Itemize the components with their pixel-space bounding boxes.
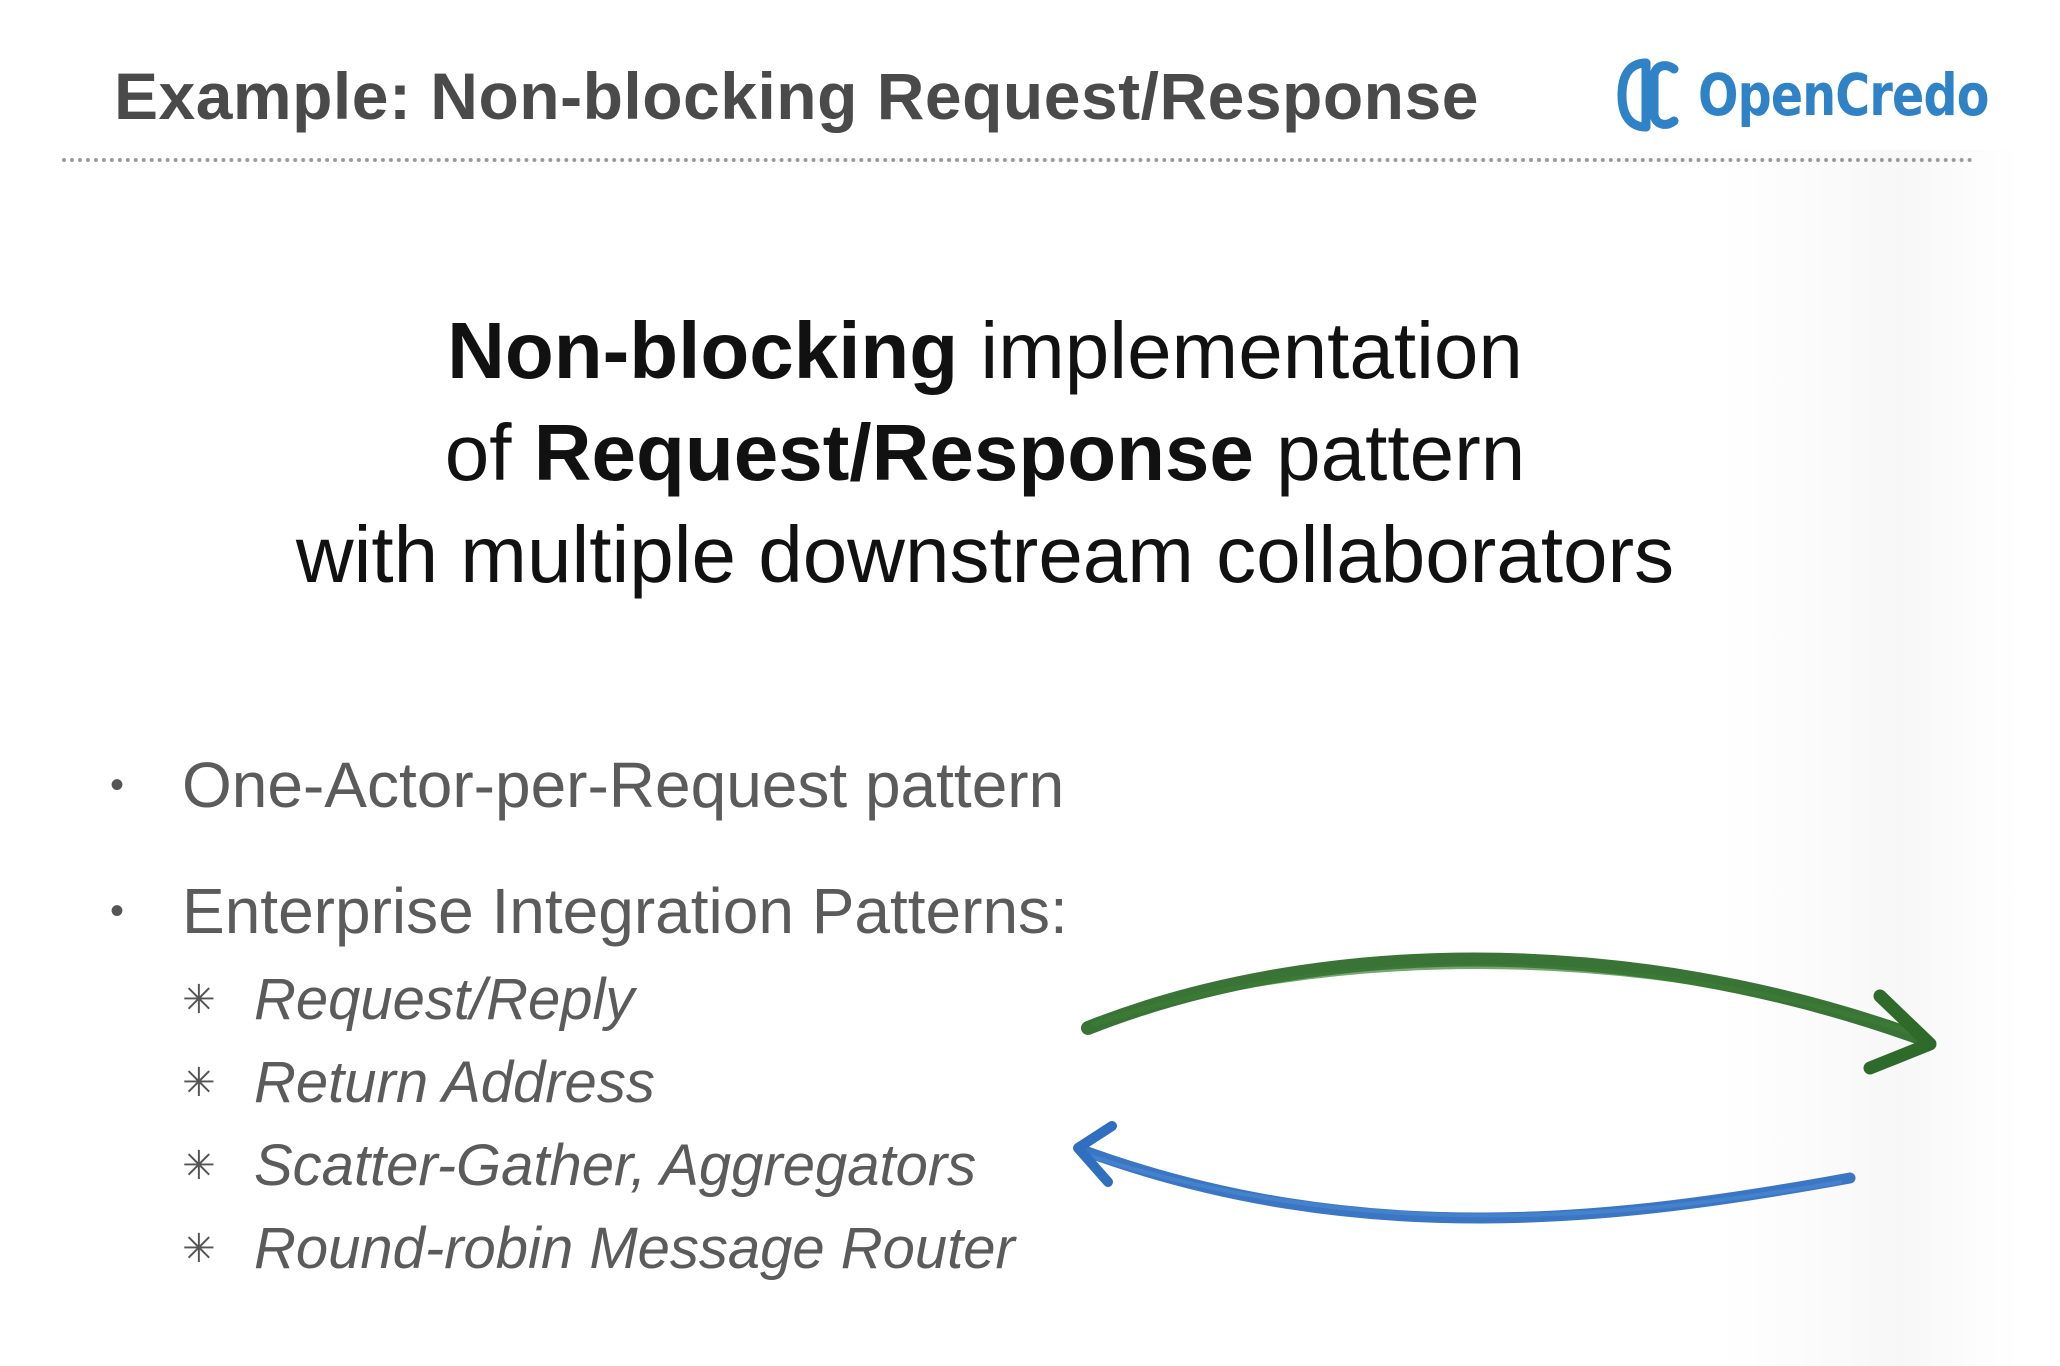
headline-bold-request-response: Request/Response — [533, 408, 1254, 497]
sub-bullet-text: Scatter-Gather, Aggregators — [254, 1133, 977, 1198]
logo-text: OpenCredo — [1698, 61, 1989, 129]
bullet-text: Enterprise Integration Patterns: — [182, 875, 1068, 947]
bullet-item: • Enterprise Integration Patterns: — [110, 866, 1068, 956]
headline-line-1: Non-blocking implementation — [0, 300, 1970, 402]
bullet-list: • One-Actor-per-Request pattern • Enterp… — [110, 740, 1068, 1290]
blue-curved-arrow-left-icon — [1073, 1121, 1856, 1224]
green-curved-arrow-right-icon — [1081, 952, 1937, 1075]
star-icon: ✳ — [182, 1226, 216, 1271]
sub-bullet-item: ✳ Round-robin Message Router — [182, 1207, 1068, 1290]
request-response-arrows — [1073, 952, 1937, 1224]
slide-title: Example: Non-blocking Request/Response — [114, 59, 1479, 133]
headline-of: of — [444, 408, 534, 497]
sub-bullet-text: Round-robin Message Router — [254, 1216, 1015, 1281]
star-icon: ✳ — [182, 977, 216, 1022]
headline-line-2: of Request/Response pattern — [0, 402, 1970, 504]
opencredo-logo: OpenCredo — [1616, 50, 2052, 140]
sub-bullet-text: Return Address — [254, 1050, 655, 1115]
headline-line-3: with multiple downstream collaborators — [295, 510, 1675, 599]
sub-bullet-item: ✳ Return Address — [182, 1041, 1068, 1124]
background-shade — [1720, 150, 2020, 1366]
sub-bullet-item: ✳ Request/Reply — [182, 958, 1068, 1041]
bullet-item: • One-Actor-per-Request pattern — [110, 740, 1068, 830]
headline-bold-non-blocking: Non-blocking — [447, 306, 959, 395]
bullet-text: One-Actor-per-Request pattern — [182, 749, 1065, 821]
star-icon: ✳ — [182, 1143, 216, 1188]
bullet-marker: • — [110, 762, 125, 807]
sub-bullet-text: Request/Reply — [254, 967, 635, 1032]
star-icon: ✳ — [182, 1060, 216, 1105]
opencredo-logo-icon — [1617, 58, 1679, 132]
headline-pattern: pattern — [1253, 408, 1526, 497]
sub-bullet-list: ✳ Request/Reply ✳ Return Address ✳ Scatt… — [182, 958, 1068, 1290]
sub-bullet-item: ✳ Scatter-Gather, Aggregators — [182, 1124, 1068, 1207]
headline: Non-blocking implementation of Request/R… — [0, 300, 1970, 606]
bullet-marker: • — [110, 888, 125, 933]
header-divider — [62, 158, 1974, 162]
headline-implementation: implementation — [958, 306, 1523, 395]
